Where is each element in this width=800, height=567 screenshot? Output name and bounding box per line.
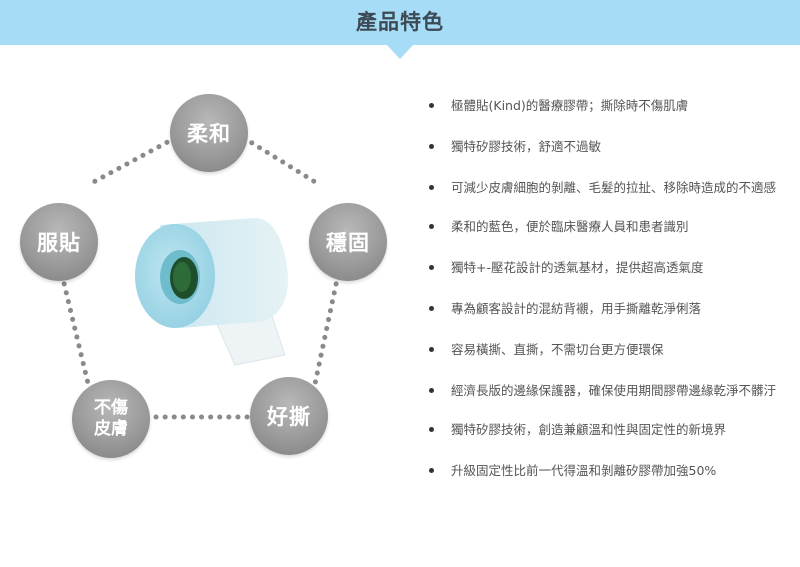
feature-node-secure: 穩固: [309, 203, 387, 281]
feature-item: 極體貼(Kind)的醫療膠帶；撕除時不傷肌膚: [425, 97, 795, 114]
feature-item: 容易橫撕、直撕，不需切台更方便環保: [425, 341, 795, 358]
feature-node-label: 好撕: [267, 405, 311, 429]
feature-pentagon-diagram: 柔和 服貼 穩固 不傷 皮膚 好撕: [0, 60, 420, 500]
feature-node-label: 穩固: [326, 231, 370, 255]
feature-item: 柔和的藍色，便於臨床醫療人員和患者識別: [425, 218, 795, 235]
feature-item: 獨特矽膠技術，舒適不過敏: [425, 138, 795, 155]
feature-item: 經濟長版的邊緣保護器，確保使用期間膠帶邊緣乾淨不髒汙: [425, 382, 795, 399]
header-banner: [0, 0, 800, 45]
feature-node-label: 柔和: [187, 122, 231, 146]
feature-node-easy-tear: 好撕: [250, 377, 328, 455]
feature-node-conformable: 服貼: [20, 203, 98, 281]
feature-node-label-line2: 皮膚: [94, 419, 128, 439]
feature-node-skin-safe: 不傷 皮膚: [72, 380, 150, 458]
feature-item: 獨特+-壓花設計的透氣基材，提供超高透氣度: [425, 259, 795, 276]
feature-list: 極體貼(Kind)的醫療膠帶；撕除時不傷肌膚 獨特矽膠技術，舒適不過敏 可減少皮…: [425, 97, 795, 479]
banner-pointer: [387, 45, 413, 59]
page-title: 產品特色: [356, 10, 444, 34]
feature-node-label-line1: 不傷: [94, 398, 128, 418]
tape-roll-image: [135, 218, 288, 366]
feature-item: 獨特矽膠技術，創造兼顧溫和性與固定性的新境界: [425, 421, 795, 438]
feature-item: 升級固定性比前一代得溫和剝離矽膠帶加強50%: [425, 462, 795, 479]
feature-node-gentle: 柔和: [170, 94, 248, 172]
feature-node-label: 服貼: [37, 231, 81, 255]
dotted-connectors: [59, 135, 341, 420]
feature-item: 可減少皮膚細胞的剝離、毛髮的拉扯、移除時造成的不適感: [425, 179, 795, 196]
feature-item: 專為顧客設計的混紡背襯，用手撕離乾淨俐落: [425, 300, 795, 317]
